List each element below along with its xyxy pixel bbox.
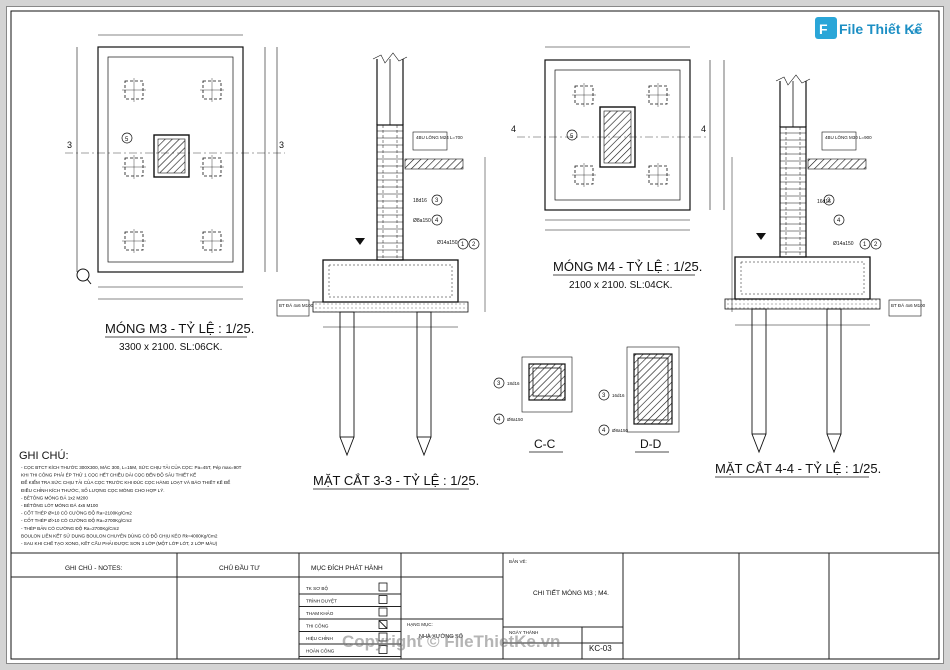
tb-drawing-value: CHI TIẾT MÓNG M3 ; M4. bbox=[533, 587, 609, 597]
purpose-checkbox[interactable] bbox=[378, 607, 388, 617]
m3-subtitle: 3300 x 2100. SL:06CK. bbox=[119, 342, 222, 353]
dd-tie-label: Ø8a150 bbox=[612, 428, 629, 433]
note-line: KHI THI CÔNG PHẢI ÉP THỬ 1 CỌC HẾT CHIỀU… bbox=[21, 472, 196, 478]
svg-text:4: 4 bbox=[497, 417, 501, 423]
sec44-title: MẶT CẮT 4-4 - TỶ LỆ : 1/25. bbox=[715, 461, 881, 476]
cc-tie-label: Ø8a150 bbox=[507, 417, 524, 422]
site-logo: F File Thiết Kế .vn bbox=[815, 17, 922, 39]
tb-owner-label: CHỦ ĐẦU TƯ bbox=[219, 562, 260, 572]
section-c-c-detail: 3 18d16 4 Ø8a150 bbox=[493, 356, 573, 425]
drawing-sheet: F File Thiết Kế .vn 3 3 5 MÓNG M3 - TỶ L… bbox=[6, 6, 944, 664]
svg-text:1: 1 bbox=[461, 242, 465, 248]
tb-notes-label: GHI CHÚ - NOTES: bbox=[65, 563, 123, 572]
note-line: - BÊTÔNG MÓNG ĐÁ 1x2 M200 bbox=[21, 493, 88, 500]
s44-bolt-note: 4BU LÔNG M30 L=900 bbox=[825, 134, 872, 140]
note-line: - CỌC BTCT KÍCH THƯỚC 300X300, MÁC 300, … bbox=[21, 464, 242, 470]
notes-heading: GHI CHÚ: bbox=[19, 449, 69, 462]
note-line: - THÉP BẢN CÓ CƯỜNG ĐỘ Ra=2700Kg/Cm2 bbox=[21, 525, 119, 531]
m3-plan-view: 3 3 5 bbox=[65, 34, 285, 300]
checkbox-mark bbox=[378, 620, 388, 629]
m4-subtitle: 2100 x 2100. SL:04CK. bbox=[569, 280, 672, 291]
drawing-frame bbox=[10, 10, 940, 660]
cc-title: C-C bbox=[534, 437, 556, 451]
note-line: BOULON LIÊN KẾT SỬ DỤNG BOULON CHUYÊN DÙ… bbox=[21, 531, 218, 538]
purpose-label: THI CÔNG bbox=[306, 623, 329, 629]
svg-text:4: 4 bbox=[837, 218, 841, 224]
tb-sheet-no: KC-03 bbox=[589, 644, 612, 653]
note-line: ĐỂ KIỂM TRA SỨC CHỊU TẢI CỦA CỌC TRƯỚC K… bbox=[21, 479, 230, 485]
section-d-d-detail: 3 16d16 4 Ø8a150 bbox=[598, 346, 680, 436]
logo-suffix: .vn bbox=[907, 26, 919, 36]
m4-callout: 5 bbox=[570, 134, 574, 140]
note-line: - CỐT THÉP Ø<10 CÓ CƯỜNG ĐỘ Ra=2100Kg/Cm… bbox=[21, 510, 132, 516]
note-line: - SAU KHI CHẾ TẠO XONG, KẾT CẤU PHẢI ĐƯỢ… bbox=[21, 540, 218, 546]
note-line: ĐIỀU CHỈNH KÍCH THƯỚC, SỐ LƯỢNG CỌC MÓNG… bbox=[21, 487, 165, 493]
purpose-checkbox[interactable] bbox=[378, 632, 388, 642]
sec33-title: MẶT CẮT 3-3 - TỶ LỆ : 1/25. bbox=[313, 473, 479, 488]
svg-text:3: 3 bbox=[827, 198, 831, 204]
s33-lean-note: BT ĐÁ 4x6 M100 bbox=[279, 302, 314, 308]
watermark: Copyright © FileThietKe.vn bbox=[342, 632, 560, 651]
svg-text:3: 3 bbox=[602, 393, 606, 399]
m4-plan-view: 4 4 5 bbox=[511, 46, 725, 231]
logo-text: File Thiết Kế bbox=[839, 21, 922, 37]
svg-text:1: 1 bbox=[863, 242, 867, 248]
tb-item-value: NHÀ XƯỞNG SỐ bbox=[419, 633, 464, 640]
svg-text:4: 4 bbox=[435, 218, 439, 224]
m4-section-mark-left: 4 bbox=[511, 124, 516, 134]
purpose-label: TK SƠ BỘ bbox=[306, 585, 328, 591]
m3-title: MÓNG M3 - TỶ LỆ : 1/25. bbox=[105, 321, 254, 336]
section-3-3-view: 4BU LÔNG M24 L=700 18d16 Ø8a150 Ø14a150 … bbox=[276, 52, 486, 457]
s33-bolt-note: 4BU LÔNG M24 L=700 bbox=[416, 134, 463, 140]
svg-text:3: 3 bbox=[435, 198, 439, 204]
note-line: - CỐT THÉP Ø>10 CÓ CƯỜNG ĐỘ Ra=2700Kg/Cm… bbox=[21, 517, 132, 523]
section-4-4-view: 4BU LÔNG M30 L=900 16d16 Ø14a150 3 4 1 2… bbox=[724, 74, 926, 454]
m3-callout: 5 bbox=[125, 137, 129, 143]
purpose-label: HIỆU CHỈNH bbox=[306, 634, 333, 641]
notes-list: - CỌC BTCT KÍCH THƯỚC 300X300, MÁC 300, … bbox=[21, 464, 242, 546]
svg-text:4: 4 bbox=[602, 428, 606, 434]
purpose-checkbox[interactable] bbox=[378, 595, 388, 604]
dd-title: D-D bbox=[640, 437, 662, 451]
tb-purpose-label: MỤC ĐÍCH PHÁT HÀNH bbox=[311, 563, 383, 572]
m3-section-mark-right: 3 bbox=[279, 140, 284, 150]
tb-item-label: HẠNG MỤC: bbox=[407, 622, 433, 627]
note-line: - BÊTÔNG LÓT MÓNG ĐÁ 4x6 M100 bbox=[21, 501, 98, 508]
s44-lean-note: BT ĐÁ 4x6 M100 bbox=[891, 302, 926, 308]
purpose-checkbox[interactable] bbox=[378, 620, 388, 629]
drawing-canvas: F File Thiết Kế .vn 3 3 5 MÓNG M3 - TỶ L… bbox=[10, 10, 940, 660]
svg-text:2: 2 bbox=[472, 242, 476, 248]
purpose-label: HOÀN CÔNG bbox=[306, 648, 335, 654]
purpose-label: TRÌNH DUYỆT bbox=[306, 597, 337, 604]
dd-bar-label: 16d16 bbox=[612, 393, 625, 398]
svg-text:2: 2 bbox=[874, 242, 878, 248]
tb-date-label: NGÀY THÀNH bbox=[509, 629, 538, 635]
purpose-label: THAM KHẢO bbox=[306, 610, 334, 616]
s33-tie-label: Ø8a150 bbox=[413, 218, 431, 224]
m3-section-mark-left: 3 bbox=[67, 140, 72, 150]
svg-text:3: 3 bbox=[497, 381, 501, 387]
m4-title: MÓNG M4 - TỶ LỆ : 1/25. bbox=[553, 259, 702, 274]
tb-drawing-label: BẢN VẼ: bbox=[509, 558, 527, 564]
s44-bottom-bar-label: Ø14a150 bbox=[833, 241, 854, 247]
s33-bottom-bar-label: Ø14a150 bbox=[437, 240, 458, 246]
s33-bar-label: 18d16 bbox=[413, 198, 427, 204]
title-block: GHI CHÚ - NOTES: CHỦ ĐẦU TƯ MỤC ĐÍCH PHÁ… bbox=[11, 552, 939, 659]
m4-section-mark-right: 4 bbox=[701, 124, 706, 134]
cc-bar-label: 18d16 bbox=[507, 381, 520, 386]
purpose-checkbox[interactable] bbox=[378, 582, 388, 592]
svg-text:F: F bbox=[819, 21, 828, 37]
purpose-checkbox[interactable] bbox=[378, 645, 388, 654]
